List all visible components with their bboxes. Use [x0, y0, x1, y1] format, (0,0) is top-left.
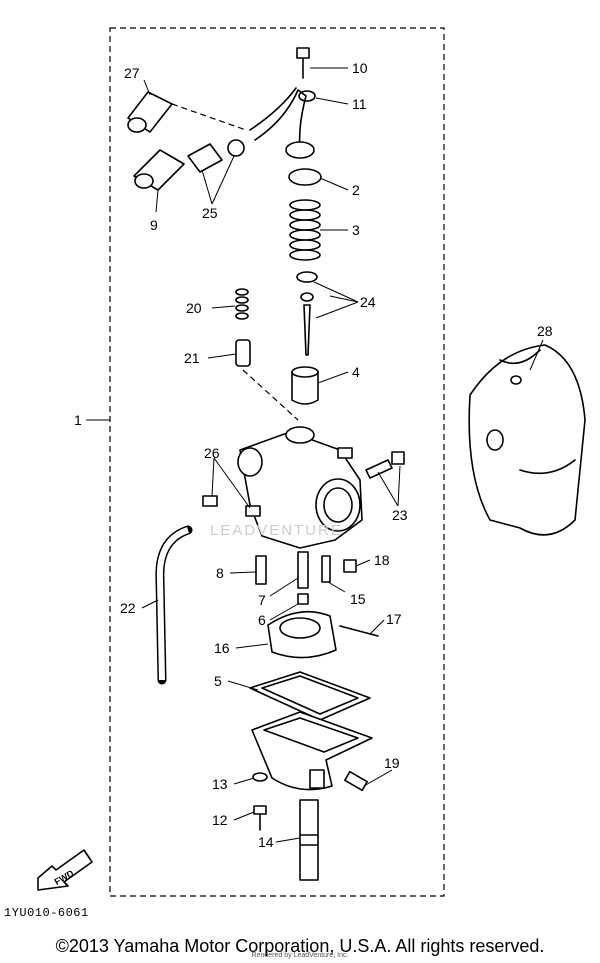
callout-21: 21 — [184, 350, 200, 366]
part-drain-screw-19 — [344, 770, 368, 792]
callout-labels: 1 2 3 4 5 6 7 8 9 10 11 12 13 14 15 16 1… — [74, 60, 553, 850]
part-carburetor-body — [237, 426, 363, 549]
part-cap-2 — [249, 87, 322, 186]
callout-18: 18 — [374, 552, 390, 568]
part-float-chamber — [251, 711, 373, 791]
callout-25: 25 — [202, 205, 218, 221]
callout-23: 23 — [392, 507, 408, 523]
callout-3: 3 — [352, 222, 360, 238]
leader-lines — [86, 67, 544, 843]
part-needle-jet-7 — [297, 551, 309, 589]
part-plug-18 — [343, 559, 357, 573]
callout-14: 14 — [258, 834, 274, 850]
callout-15: 15 — [350, 591, 366, 607]
part-washer-13 — [252, 772, 268, 782]
callout-13: 13 — [212, 776, 228, 792]
callout-22: 22 — [120, 600, 136, 616]
part-main-jet-6 — [297, 593, 309, 605]
part-pilot-jet-8 — [255, 555, 267, 585]
part-throttle-screw-21 — [235, 339, 251, 367]
callout-27: 27 — [124, 65, 140, 81]
part-throttle-valve-4 — [291, 366, 319, 405]
callout-2: 2 — [352, 182, 360, 198]
callout-4: 4 — [352, 364, 360, 380]
part-valve-15 — [321, 555, 331, 583]
part-cable-boot-9 — [133, 149, 185, 191]
fwd-arrow: FWD — [37, 849, 93, 891]
callout-28: 28 — [537, 323, 553, 339]
callout-19: 19 — [384, 755, 400, 771]
part-needle-set-24 — [296, 271, 318, 356]
callout-16: 16 — [214, 640, 230, 656]
callout-8: 8 — [216, 565, 224, 581]
part-screw-12 — [253, 805, 267, 831]
part-adjusters-25 — [187, 139, 245, 173]
callout-10: 10 — [352, 60, 368, 76]
callout-11: 11 — [352, 96, 367, 112]
copyright-text: ©2013 Yamaha Motor Corporation, U.S.A. A… — [55, 936, 545, 956]
watermark-text: LEADVENTURE — [210, 522, 343, 539]
callout-7: 7 — [258, 592, 266, 608]
diagram-reference-code: 1YU010-6061 — [4, 906, 89, 920]
rendered-by-text: Rendered by LeadVenture, Inc. — [251, 952, 349, 959]
part-spring-3 — [289, 199, 321, 261]
part-cable-boot-27 — [127, 91, 173, 133]
callout-24: 24 — [360, 294, 376, 310]
part-drain-tube-14 — [299, 799, 319, 881]
part-cover-28 — [468, 344, 586, 536]
part-float-16 — [267, 610, 337, 659]
part-spring-20 — [235, 288, 249, 320]
callout-1: 1 — [74, 412, 82, 428]
part-float-pin-17 — [339, 625, 379, 637]
callout-9: 9 — [150, 217, 158, 233]
callout-12: 12 — [212, 812, 228, 828]
callout-20: 20 — [186, 300, 202, 316]
callout-5: 5 — [214, 673, 222, 689]
part-screws-26 — [202, 495, 261, 517]
part-screw-10 — [296, 47, 310, 79]
callout-6: 6 — [258, 612, 266, 628]
callout-26: 26 — [204, 445, 220, 461]
callout-17: 17 — [386, 611, 402, 627]
assembly-boundary — [109, 27, 445, 897]
part-air-screw-23 — [365, 451, 405, 479]
part-gasket-5 — [249, 671, 371, 721]
